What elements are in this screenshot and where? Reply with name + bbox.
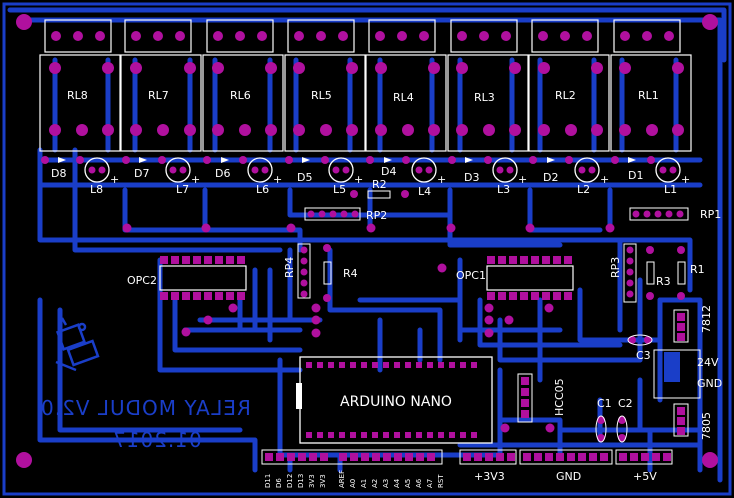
p5-label: +5V bbox=[633, 470, 657, 483]
rp4-label: RP4 bbox=[283, 256, 296, 278]
r1-label: R1 bbox=[690, 263, 705, 276]
reg12-label: 7812 bbox=[700, 305, 713, 333]
arduino-footprint bbox=[296, 356, 493, 444]
pin-label: RST bbox=[437, 474, 445, 488]
c2-label: C2 bbox=[618, 397, 633, 410]
plus-mark: + bbox=[273, 173, 283, 186]
pin-label: A6 bbox=[415, 478, 423, 488]
diode-label: D4 bbox=[381, 165, 397, 178]
gnd-label: GND bbox=[556, 470, 582, 483]
relay-label: RL7 bbox=[148, 89, 169, 102]
pin-label: D6 bbox=[275, 478, 283, 488]
relay-label: RL1 bbox=[638, 89, 659, 102]
led-label: L7 bbox=[176, 183, 190, 196]
relay-label: RL6 bbox=[230, 89, 251, 102]
diode-label: D3 bbox=[464, 171, 480, 184]
p33-label: +3V3 bbox=[474, 470, 505, 483]
diode-label: D5 bbox=[297, 171, 313, 184]
plus-mark: + bbox=[191, 173, 201, 186]
hc05-label: HCC05 bbox=[553, 378, 566, 416]
pin-label: A2 bbox=[371, 478, 379, 488]
pin-label: A3 bbox=[382, 478, 390, 488]
pin-label: AREF bbox=[338, 469, 346, 488]
relay-label: RL2 bbox=[555, 89, 576, 102]
led-label: L5 bbox=[333, 183, 347, 196]
robot-logo-icon bbox=[55, 317, 100, 372]
led-label: L4 bbox=[418, 185, 432, 198]
plus-mark: + bbox=[518, 173, 528, 186]
led-label: L8 bbox=[90, 183, 104, 196]
power-section bbox=[595, 309, 701, 443]
opc2-label: OPC2 bbox=[127, 274, 157, 287]
pin-label: A4 bbox=[393, 478, 401, 488]
arduino-label: ARDUINO NANO bbox=[340, 394, 452, 410]
gnd-in-label: GND bbox=[697, 377, 723, 390]
pin-label: A0 bbox=[349, 478, 357, 488]
relay-label: RL5 bbox=[311, 89, 332, 102]
led-label: L6 bbox=[256, 183, 270, 196]
diode-led-row bbox=[41, 156, 681, 183]
diode-label: D1 bbox=[628, 169, 644, 182]
relay-label: RL3 bbox=[474, 91, 495, 104]
plus-mark: + bbox=[110, 173, 120, 186]
c3-label: C3 bbox=[636, 349, 651, 362]
r3-label: R3 bbox=[656, 275, 671, 288]
pin-label: A5 bbox=[404, 478, 412, 488]
pin-label: D12 bbox=[286, 473, 294, 488]
diode-label: D2 bbox=[543, 171, 559, 184]
board-title: RELAY MODUL V2.0 bbox=[40, 396, 251, 420]
relay-outlines bbox=[39, 19, 692, 152]
led-label: L3 bbox=[497, 183, 511, 196]
reg5-label: 7805 bbox=[700, 412, 713, 440]
r4-label: R4 bbox=[343, 267, 358, 280]
resistors bbox=[297, 190, 689, 303]
relay-label: RL8 bbox=[67, 89, 88, 102]
diode-label: D7 bbox=[134, 167, 150, 180]
pin-label: A1 bbox=[360, 478, 368, 488]
led-label: L1 bbox=[664, 183, 678, 196]
pin-label: D13 bbox=[297, 473, 305, 488]
hc05-footprint bbox=[517, 373, 533, 423]
relay-label: RL4 bbox=[393, 91, 414, 104]
opc1-label: OPC1 bbox=[456, 269, 486, 282]
led-label: L2 bbox=[577, 183, 591, 196]
rp1-label: RP1 bbox=[700, 208, 722, 221]
diode-label: D8 bbox=[51, 167, 67, 180]
rp3-label: RP3 bbox=[609, 256, 622, 278]
plus-mark: + bbox=[600, 173, 610, 186]
c1-label: C1 bbox=[597, 397, 612, 410]
pin-label: A7 bbox=[426, 478, 434, 488]
board-date: 01.2017 bbox=[112, 428, 202, 452]
plus-mark: + bbox=[437, 173, 447, 186]
v24-label: 24V bbox=[697, 356, 719, 369]
vias bbox=[16, 14, 718, 468]
rp2-label: RP2 bbox=[366, 209, 388, 222]
pin-label: 3V3 bbox=[308, 474, 316, 488]
diode-label: D6 bbox=[215, 167, 231, 180]
pin-label: D11 bbox=[264, 473, 272, 488]
pin-label: 3V3 bbox=[319, 474, 327, 488]
bottom-headers bbox=[261, 449, 673, 465]
plus-mark: + bbox=[681, 173, 691, 186]
plus-mark: + bbox=[354, 173, 364, 186]
r2-label: R2 bbox=[372, 178, 387, 191]
relay-pads bbox=[49, 31, 684, 136]
optocouplers bbox=[159, 256, 574, 300]
